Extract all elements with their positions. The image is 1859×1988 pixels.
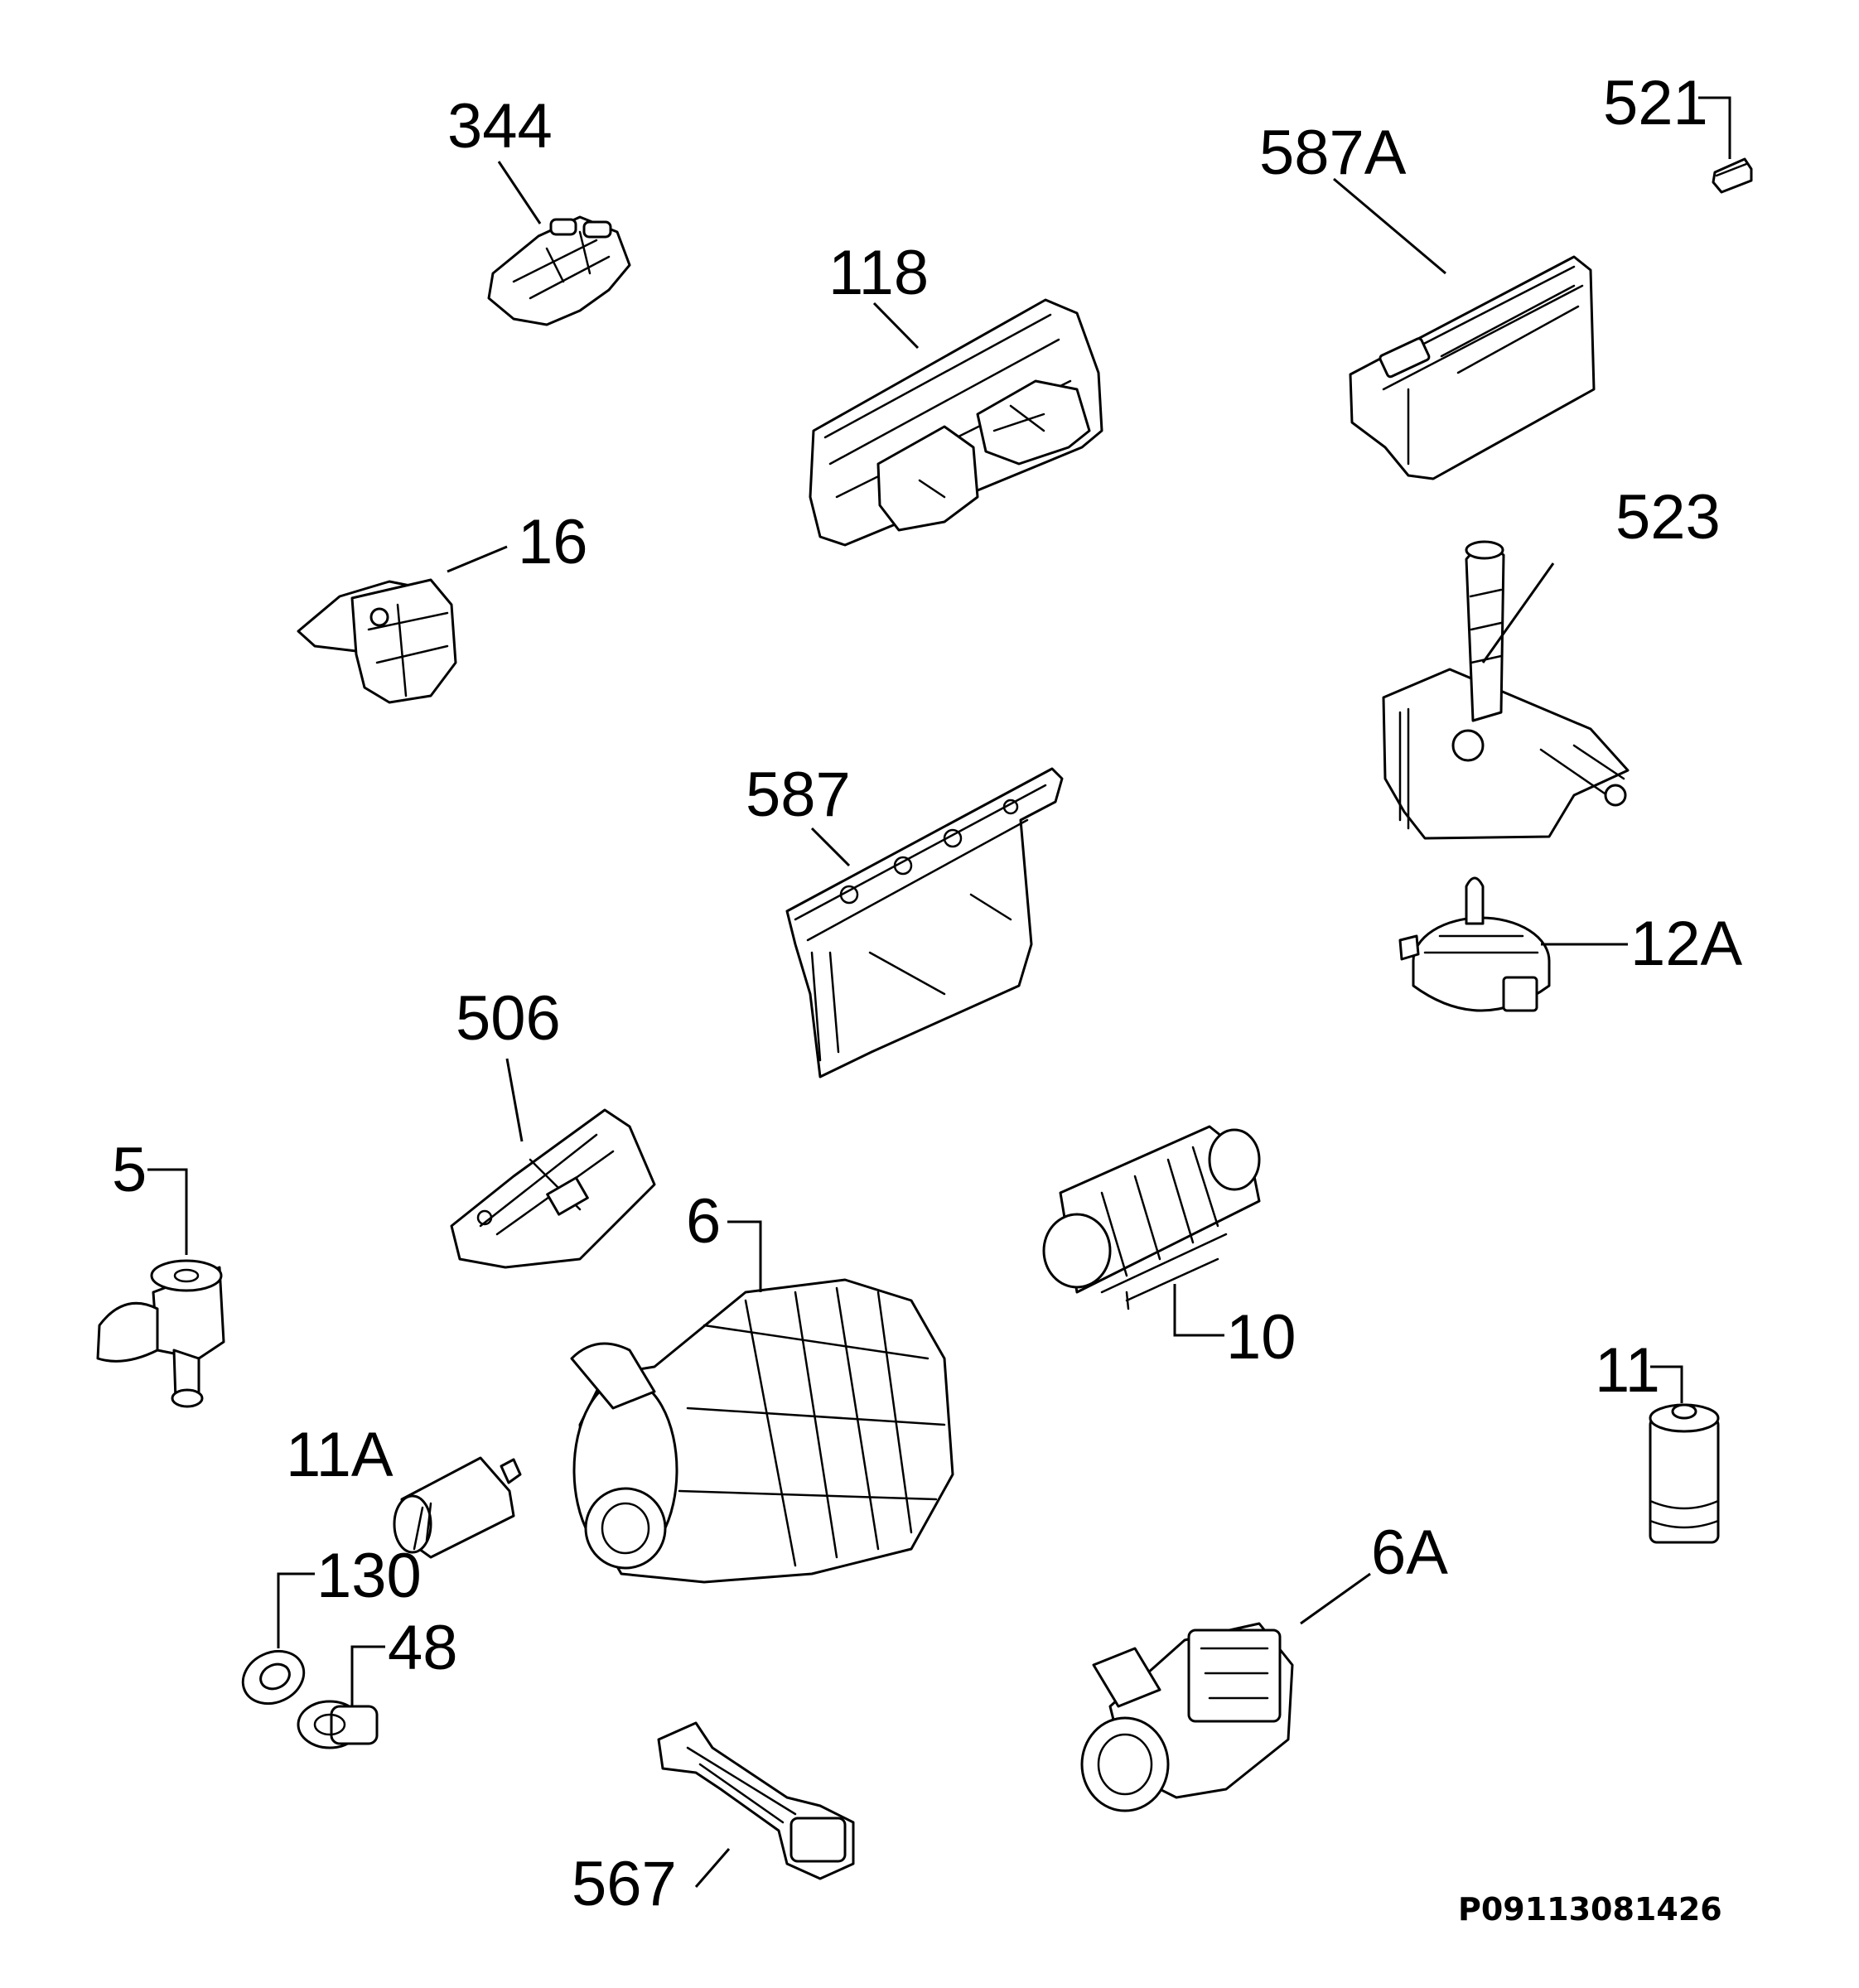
part-567 (657, 1721, 855, 1880)
leader-48 (350, 1645, 385, 1706)
leader-587 (810, 827, 851, 867)
part-5 (96, 1259, 225, 1408)
label-344: 344 (447, 91, 553, 162)
part-506 (450, 1108, 656, 1269)
label-11: 11 (1595, 1335, 1660, 1406)
leader-6 (727, 1220, 762, 1292)
part-48 (297, 1700, 379, 1749)
label-5: 5 (112, 1135, 147, 1205)
part-12a (1398, 876, 1551, 1012)
leader-11 (1650, 1365, 1683, 1403)
part-523 (1382, 540, 1630, 840)
label-6: 6 (686, 1186, 721, 1257)
label-12a: 12A (1630, 909, 1743, 979)
label-10: 10 (1226, 1302, 1296, 1373)
label-506: 506 (456, 983, 561, 1054)
drawing-code: P09113081426 (1458, 1891, 1722, 1928)
leader-130 (277, 1572, 315, 1648)
label-48: 48 (388, 1613, 458, 1683)
label-16: 16 (518, 507, 588, 577)
label-130: 130 (316, 1541, 422, 1611)
part-521 (1712, 157, 1753, 194)
leader-5 (147, 1168, 188, 1255)
part-6a (1080, 1622, 1294, 1812)
leader-587a (1333, 177, 1446, 275)
leader-10 (1173, 1284, 1224, 1337)
leader-344 (497, 161, 542, 224)
leader-118 (872, 302, 920, 350)
part-11a (393, 1456, 522, 1559)
leader-521 (1698, 96, 1731, 159)
label-523: 523 (1615, 482, 1721, 552)
leader-523 (1481, 562, 1555, 663)
leader-506 (505, 1058, 524, 1142)
label-6a: 6A (1371, 1518, 1448, 1588)
part-118 (809, 298, 1103, 547)
part-344 (487, 215, 631, 326)
part-10 (1042, 1125, 1261, 1310)
label-567: 567 (572, 1849, 677, 1919)
label-587: 587 (746, 760, 851, 830)
part-130 (241, 1649, 306, 1706)
label-11a: 11A (286, 1420, 394, 1490)
leader-6a (1300, 1572, 1371, 1625)
label-587a: 587A (1259, 118, 1407, 188)
label-118: 118 (828, 238, 929, 308)
label-521: 521 (1603, 68, 1708, 138)
part-6 (570, 1278, 954, 1584)
part-587 (785, 767, 1064, 1078)
part-11 (1649, 1403, 1720, 1544)
leader-16 (447, 545, 508, 573)
part-16 (297, 578, 457, 704)
part-587a (1349, 255, 1596, 480)
leader-567 (694, 1848, 731, 1888)
